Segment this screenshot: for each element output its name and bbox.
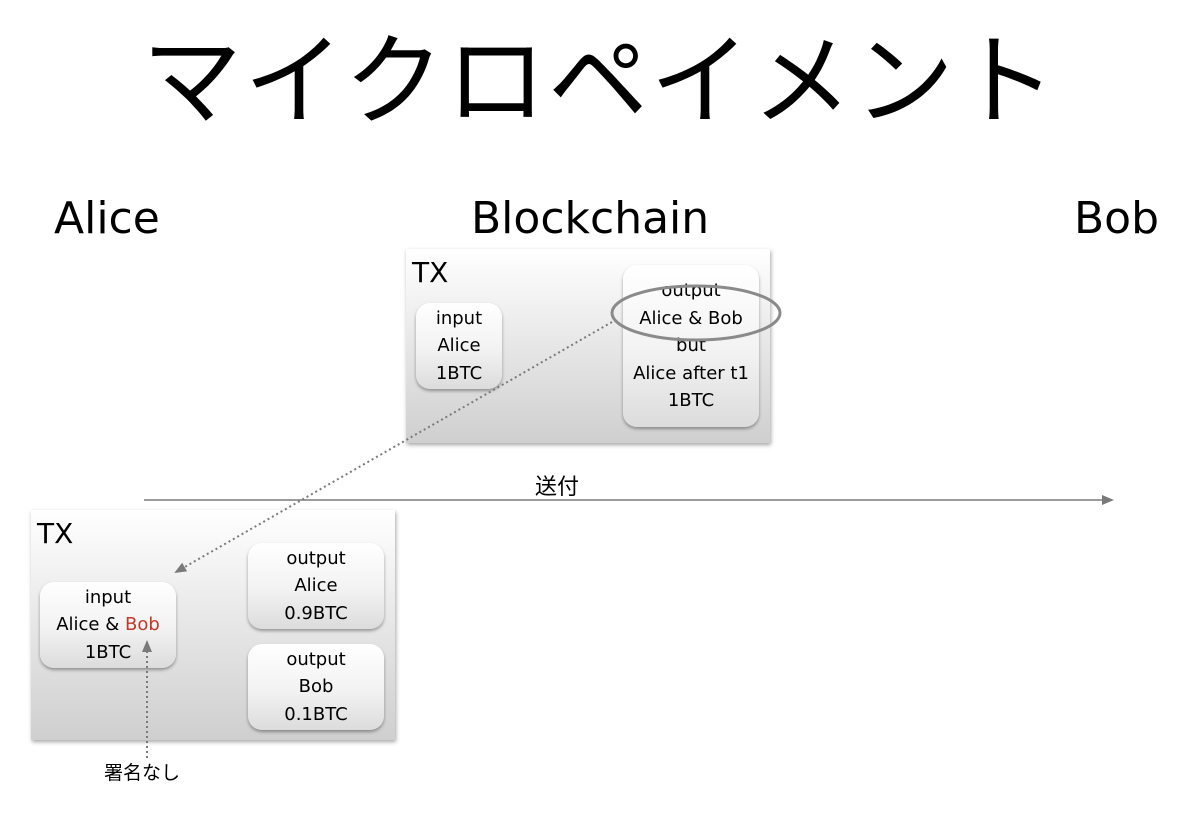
multisig-highlight-ellipse bbox=[610, 284, 782, 342]
output-label: output bbox=[286, 648, 346, 670]
page-title: マイクロペイメント bbox=[142, 23, 1058, 140]
actor-alice: Alice bbox=[54, 193, 160, 244]
actor-bob: Bob bbox=[1074, 193, 1160, 244]
alice-tx-panel: TX input Alice & Bob 1BTC output Alice 0… bbox=[31, 510, 395, 740]
output-timelock: Alice after t1 bbox=[633, 362, 749, 384]
output-amount: 0.9BTC bbox=[284, 602, 348, 624]
alice-tx-label: TX bbox=[37, 517, 74, 550]
spend-reference-arrow bbox=[174, 321, 613, 573]
output-owner: Bob bbox=[298, 676, 334, 698]
output-label: output bbox=[286, 547, 346, 569]
alice-tx-input-box: input Alice & Bob 1BTC bbox=[40, 582, 176, 668]
input-amount: 1BTC bbox=[84, 641, 132, 663]
unsigned-note: 署名なし bbox=[104, 762, 181, 784]
output-owners: Alice & Bob bbox=[639, 307, 743, 329]
input-owners: Alice & Bob bbox=[56, 611, 160, 639]
input-owner: Alice bbox=[437, 335, 481, 357]
blockchain-tx-label: TX bbox=[412, 256, 449, 289]
input-label: input bbox=[84, 586, 132, 608]
output-amount: 0.1BTC bbox=[284, 703, 348, 725]
input-label: input bbox=[435, 307, 483, 329]
output-amount: 1BTC bbox=[667, 390, 715, 412]
send-label: 送付 bbox=[535, 475, 580, 500]
input-owner-bob-highlight: Bob bbox=[124, 614, 160, 636]
actor-blockchain: Blockchain bbox=[471, 193, 710, 244]
input-amount: 1BTC bbox=[435, 362, 483, 384]
output-owner: Alice bbox=[294, 575, 338, 597]
alice-tx-output-bob-box: output Bob 0.1BTC bbox=[248, 644, 384, 730]
alice-tx-output-alice-box: output Alice 0.9BTC bbox=[248, 543, 384, 629]
blockchain-tx-input-box: input Alice 1BTC bbox=[416, 303, 502, 389]
input-owner-alice: Alice & bbox=[56, 614, 125, 636]
